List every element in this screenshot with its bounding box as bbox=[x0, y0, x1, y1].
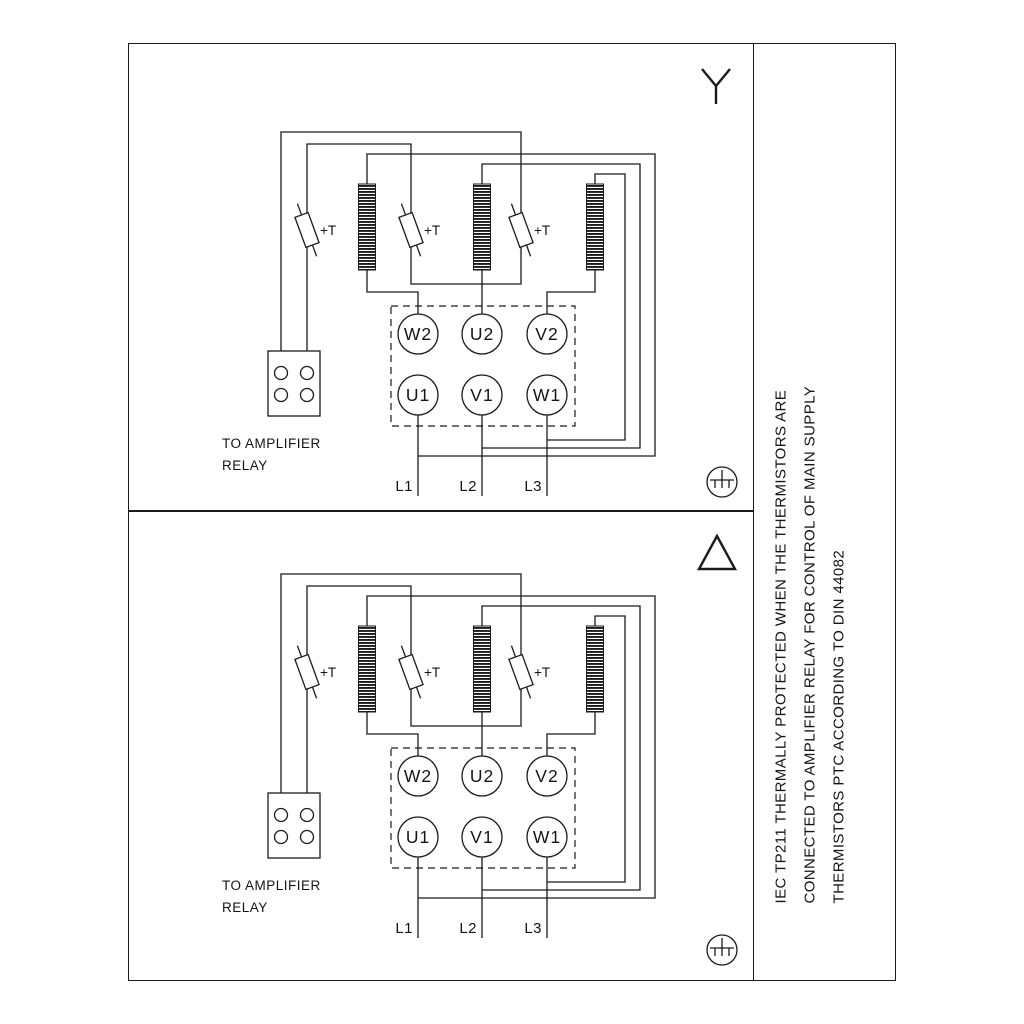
thermistor-label: +T bbox=[424, 223, 440, 238]
side-note-line: CONNECTED TO AMPLIFIER RELAY FOR CONTROL… bbox=[801, 385, 819, 904]
svg-text:U2: U2 bbox=[470, 324, 494, 344]
thermistor-icon bbox=[294, 203, 320, 257]
winding-coil bbox=[473, 183, 491, 271]
svg-text:U2: U2 bbox=[470, 766, 494, 786]
svg-text:V1: V1 bbox=[470, 827, 493, 847]
svg-text:U1: U1 bbox=[406, 385, 430, 405]
thermistor-icon bbox=[294, 645, 320, 699]
svg-text:W2: W2 bbox=[404, 324, 432, 344]
star-wiring-panel: +T +T +T W2 U2 bbox=[222, 68, 738, 498]
thermistor-label: +T bbox=[424, 665, 440, 680]
supply-label-l2: L2 bbox=[459, 920, 477, 937]
terminal-board-outline bbox=[390, 747, 576, 869]
side-note: IEC TP211 THERMALLY PROTECTED WHEN THE T… bbox=[755, 44, 895, 979]
wires bbox=[280, 573, 656, 938]
winding-coil bbox=[586, 625, 604, 713]
terminal-v2: V2 bbox=[526, 313, 568, 355]
thermistor-icon bbox=[508, 203, 534, 257]
terminal-u2: U2 bbox=[461, 755, 503, 797]
terminal-v2: V2 bbox=[526, 755, 568, 797]
delta-wiring-panel: +T +T +T W2 U2 bbox=[222, 533, 738, 966]
relay-note-line2: RELAY bbox=[222, 458, 268, 473]
earth-ground-icon bbox=[706, 466, 738, 498]
terminal-w1: W1 bbox=[526, 374, 568, 416]
winding-coil bbox=[586, 183, 604, 271]
circuit: +T +T +T W2 U2 bbox=[222, 131, 656, 496]
earth-ground-icon bbox=[706, 934, 738, 966]
terminal-w2: W2 bbox=[397, 755, 439, 797]
delta-connection-icon bbox=[696, 533, 738, 571]
star-connection-icon bbox=[701, 68, 731, 104]
svg-text:V2: V2 bbox=[535, 324, 558, 344]
winding-coil bbox=[473, 625, 491, 713]
amplifier-relay-connector bbox=[267, 792, 321, 859]
relay-note-line2: RELAY bbox=[222, 900, 268, 915]
terminal-u1: U1 bbox=[397, 816, 439, 858]
thermistor-label: +T bbox=[320, 665, 336, 680]
supply-label-l2: L2 bbox=[459, 478, 477, 495]
terminal-w1: W1 bbox=[526, 816, 568, 858]
terminal-v1: V1 bbox=[461, 374, 503, 416]
thermistor-label: +T bbox=[320, 223, 336, 238]
winding-coil bbox=[358, 183, 376, 271]
circuit: +T +T +T W2 U2 bbox=[222, 573, 656, 938]
svg-text:V2: V2 bbox=[535, 766, 558, 786]
notes-sidebar: IEC TP211 THERMALLY PROTECTED WHEN THE T… bbox=[753, 44, 895, 980]
supply-label-l1: L1 bbox=[395, 478, 413, 495]
side-note-line: IEC TP211 THERMALLY PROTECTED WHEN THE T… bbox=[772, 389, 790, 904]
amplifier-relay-connector bbox=[267, 350, 321, 417]
thermistor-label: +T bbox=[534, 223, 550, 238]
svg-text:W2: W2 bbox=[404, 766, 432, 786]
svg-text:V1: V1 bbox=[470, 385, 493, 405]
relay-note-line1: TO AMPLIFIER bbox=[222, 436, 321, 451]
terminal-v1: V1 bbox=[461, 816, 503, 858]
terminal-u2: U2 bbox=[461, 313, 503, 355]
svg-text:U1: U1 bbox=[406, 827, 430, 847]
supply-label-l3: L3 bbox=[524, 478, 542, 495]
supply-label-l3: L3 bbox=[524, 920, 542, 937]
svg-text:W1: W1 bbox=[533, 385, 561, 405]
supply-label-l1: L1 bbox=[395, 920, 413, 937]
wires bbox=[280, 131, 656, 496]
diagram-frame: +T +T +T W2 U2 bbox=[128, 43, 896, 981]
svg-text:W1: W1 bbox=[533, 827, 561, 847]
side-note-line: THERMISTORS PTC ACCORDING TO DIN 44082 bbox=[830, 549, 848, 904]
thermistor-label: +T bbox=[534, 665, 550, 680]
thermistor-icon bbox=[508, 645, 534, 699]
terminal-board-outline bbox=[390, 305, 576, 427]
panel-divider bbox=[129, 510, 753, 512]
relay-note-line1: TO AMPLIFIER bbox=[222, 878, 321, 893]
motor-windings bbox=[358, 625, 604, 713]
terminal-u1: U1 bbox=[397, 374, 439, 416]
winding-coil bbox=[358, 625, 376, 713]
thermistor-icon bbox=[398, 203, 424, 257]
thermistor-icon bbox=[398, 645, 424, 699]
terminal-w2: W2 bbox=[397, 313, 439, 355]
motor-windings bbox=[358, 183, 604, 271]
